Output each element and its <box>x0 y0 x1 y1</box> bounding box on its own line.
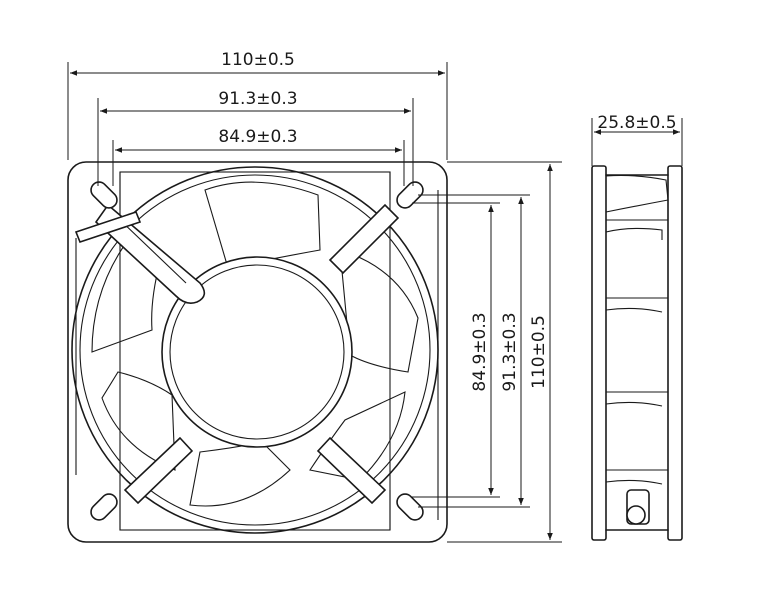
dim-label-overall-width: 110±0.5 <box>221 50 295 70</box>
motor-hub-inner <box>169 264 345 440</box>
frame-inner-rect <box>119 171 391 531</box>
side-body-details <box>605 174 669 485</box>
side-front-flange <box>591 165 607 541</box>
side-back-flange <box>667 165 683 541</box>
dim-label-inner-width: 84.9±0.3 <box>218 127 297 147</box>
dim-label-mid-height: 91.3±0.3 <box>500 312 520 391</box>
top-extension-lines <box>67 62 448 186</box>
cable-lead <box>74 211 142 243</box>
motor-hub <box>161 256 353 448</box>
venturi-outer-ring <box>71 166 439 534</box>
venturi-inner-ring <box>79 174 431 526</box>
dim-label-overall-height: 110±0.5 <box>529 315 549 389</box>
side-terminal <box>626 489 650 525</box>
frame-outline <box>67 161 448 543</box>
side-view: 25.8±0.5 <box>591 113 683 541</box>
dim-label-depth: 25.8±0.5 <box>597 113 676 133</box>
frame-struts <box>123 203 400 505</box>
mounting-holes <box>90 181 424 521</box>
cable-strut <box>94 203 206 304</box>
dim-label-inner-height: 84.9±0.3 <box>470 312 490 391</box>
right-extension-lines <box>412 161 562 543</box>
front-view: 110±0.5 91.3±0.3 84.9±0.3 84.9±0.3 91.3±… <box>67 50 562 543</box>
cable-strut-inner <box>117 217 187 284</box>
dim-label-mid-width: 91.3±0.3 <box>218 89 297 109</box>
